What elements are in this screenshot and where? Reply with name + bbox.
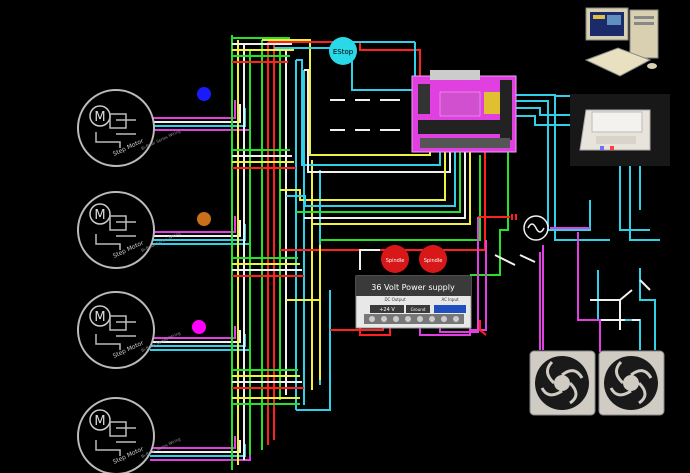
motor-2: M Step Motor Bi-Polar Series Wiring — [77, 191, 182, 269]
psu-title: 36 Volt Power supply — [371, 283, 455, 292]
breakout-board — [411, 70, 517, 153]
motor-3: M Step Motor Bi-Polar Series Wiring — [77, 291, 182, 369]
cooling-fan-icon — [529, 350, 596, 416]
spindle-button-right-label: Spindle — [424, 258, 443, 264]
spindle-button-right[interactable]: Spindle — [419, 245, 447, 273]
estop-button[interactable]: EStop — [329, 37, 357, 65]
motor-3-letter: M — [94, 310, 105, 325]
motor-3-marker — [192, 320, 206, 334]
spindle-controller-icon — [570, 94, 670, 166]
psu-ground-label: Ground — [411, 307, 426, 312]
cooling-fan-icon — [598, 350, 665, 416]
motor-2-marker — [197, 212, 211, 226]
motor-4-letter: M — [94, 414, 105, 429]
psu-dc-output-label: DC Output — [384, 297, 405, 302]
central-wire-bus — [231, 35, 321, 470]
motor-2-letter: M — [94, 208, 105, 223]
desktop-computer-icon — [584, 7, 659, 77]
power-supply: 36 Volt Power supply DC Output AC Input … — [355, 275, 472, 329]
board-signal-wires — [262, 39, 486, 411]
psu-v-terminal: +24 V — [379, 307, 395, 313]
estop-label: EStop — [333, 48, 354, 56]
motor-1-marker — [197, 87, 211, 101]
motor-1-letter: M — [94, 110, 105, 125]
spindle-button-left[interactable]: Spindle — [381, 245, 409, 273]
psu-ac-input-label: AC Input — [441, 297, 459, 302]
motor-1: M Step Motor Bi-Polar Series Wiring — [77, 89, 182, 167]
spindle-button-left-label: Spindle — [386, 258, 405, 264]
ac-source-icon — [523, 215, 549, 241]
